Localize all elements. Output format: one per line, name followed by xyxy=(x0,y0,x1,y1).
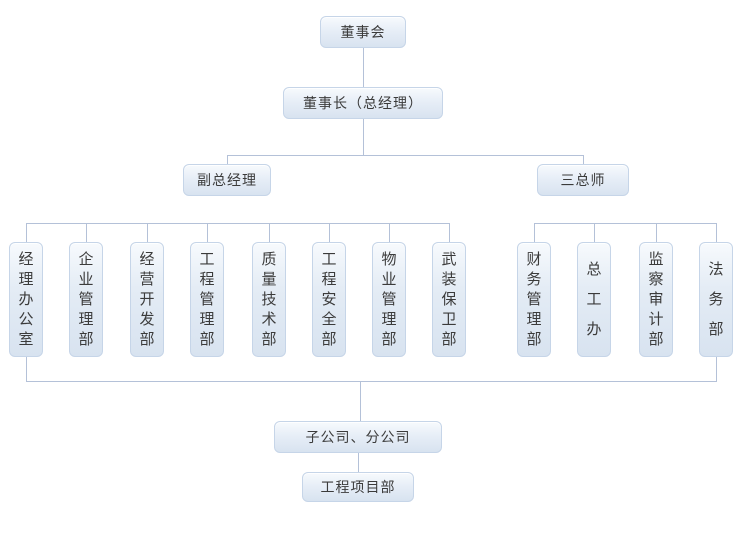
org-box-supervision-audit-label: 监察审计部 xyxy=(648,250,664,349)
connector-vline xyxy=(269,223,270,242)
org-box-deputy-gm-label: 副总经理 xyxy=(197,172,257,188)
org-box-enterprise-mgmt-label: 企业管理部 xyxy=(78,250,94,349)
connector-vline xyxy=(583,155,584,164)
org-box-chief-engineer-office-label: 总工办 xyxy=(586,260,602,339)
org-box-business-dev: 经营开发部 xyxy=(130,242,164,357)
org-box-three-chiefs: 三总师 xyxy=(537,164,629,196)
org-box-deputy-gm: 副总经理 xyxy=(183,164,271,196)
connector-vline xyxy=(227,155,228,164)
org-box-enterprise-mgmt: 企业管理部 xyxy=(69,242,103,357)
org-box-engineering-safety-label: 工程安全部 xyxy=(321,250,337,349)
connector-vline xyxy=(147,223,148,242)
org-box-chairman-label: 董事长（总经理） xyxy=(303,95,423,111)
org-box-subsidiaries: 子公司、分公司 xyxy=(274,421,442,453)
connector-hline xyxy=(534,223,717,224)
connector-vline xyxy=(594,223,595,242)
connector-vline xyxy=(449,223,450,242)
connector-vline xyxy=(26,223,27,242)
org-box-property-mgmt: 物业管理部 xyxy=(372,242,406,357)
org-box-manager-office-label: 经理办公室 xyxy=(18,250,34,349)
connector-vline xyxy=(716,357,717,381)
connector-hline xyxy=(26,223,450,224)
connector-hline xyxy=(26,381,717,382)
connector-vline xyxy=(389,223,390,242)
connector-vline xyxy=(86,223,87,242)
org-box-supervision-audit: 监察审计部 xyxy=(639,242,673,357)
org-box-property-mgmt-label: 物业管理部 xyxy=(381,250,397,349)
org-box-legal: 法务部 xyxy=(699,242,733,357)
connector-vline xyxy=(534,223,535,242)
connector-vline xyxy=(363,118,364,155)
org-box-three-chiefs-label: 三总师 xyxy=(560,172,606,188)
connector-vline xyxy=(363,47,364,87)
connector-vline xyxy=(26,357,27,381)
org-box-quality-tech: 质量技术部 xyxy=(252,242,286,357)
connector-hline xyxy=(227,155,584,156)
org-box-subsidiaries-label: 子公司、分公司 xyxy=(305,429,411,445)
org-box-project-dept: 工程项目部 xyxy=(302,472,414,502)
org-box-board-label: 董事会 xyxy=(340,24,386,40)
connector-vline xyxy=(716,223,717,242)
org-box-chairman: 董事长（总经理） xyxy=(283,87,443,119)
org-box-quality-tech-label: 质量技术部 xyxy=(261,250,277,349)
org-box-legal-label: 法务部 xyxy=(708,260,724,339)
org-box-engineering-safety: 工程安全部 xyxy=(312,242,346,357)
org-box-chief-engineer-office: 总工办 xyxy=(577,242,611,357)
connector-vline xyxy=(358,453,359,472)
org-box-armed-security-label: 武装保卫部 xyxy=(441,250,457,349)
org-box-manager-office: 经理办公室 xyxy=(9,242,43,357)
org-box-business-dev-label: 经营开发部 xyxy=(139,250,155,349)
connector-vline xyxy=(207,223,208,242)
connector-vline xyxy=(656,223,657,242)
org-box-engineering-mgmt-label: 工程管理部 xyxy=(199,250,215,349)
connector-vline xyxy=(360,381,361,421)
org-box-project-dept-label: 工程项目部 xyxy=(320,479,396,495)
connector-vline xyxy=(329,223,330,242)
org-box-engineering-mgmt: 工程管理部 xyxy=(190,242,224,357)
org-box-board: 董事会 xyxy=(320,16,406,48)
org-box-finance-mgmt: 财务管理部 xyxy=(517,242,551,357)
org-box-armed-security: 武装保卫部 xyxy=(432,242,466,357)
org-box-finance-mgmt-label: 财务管理部 xyxy=(526,250,542,349)
